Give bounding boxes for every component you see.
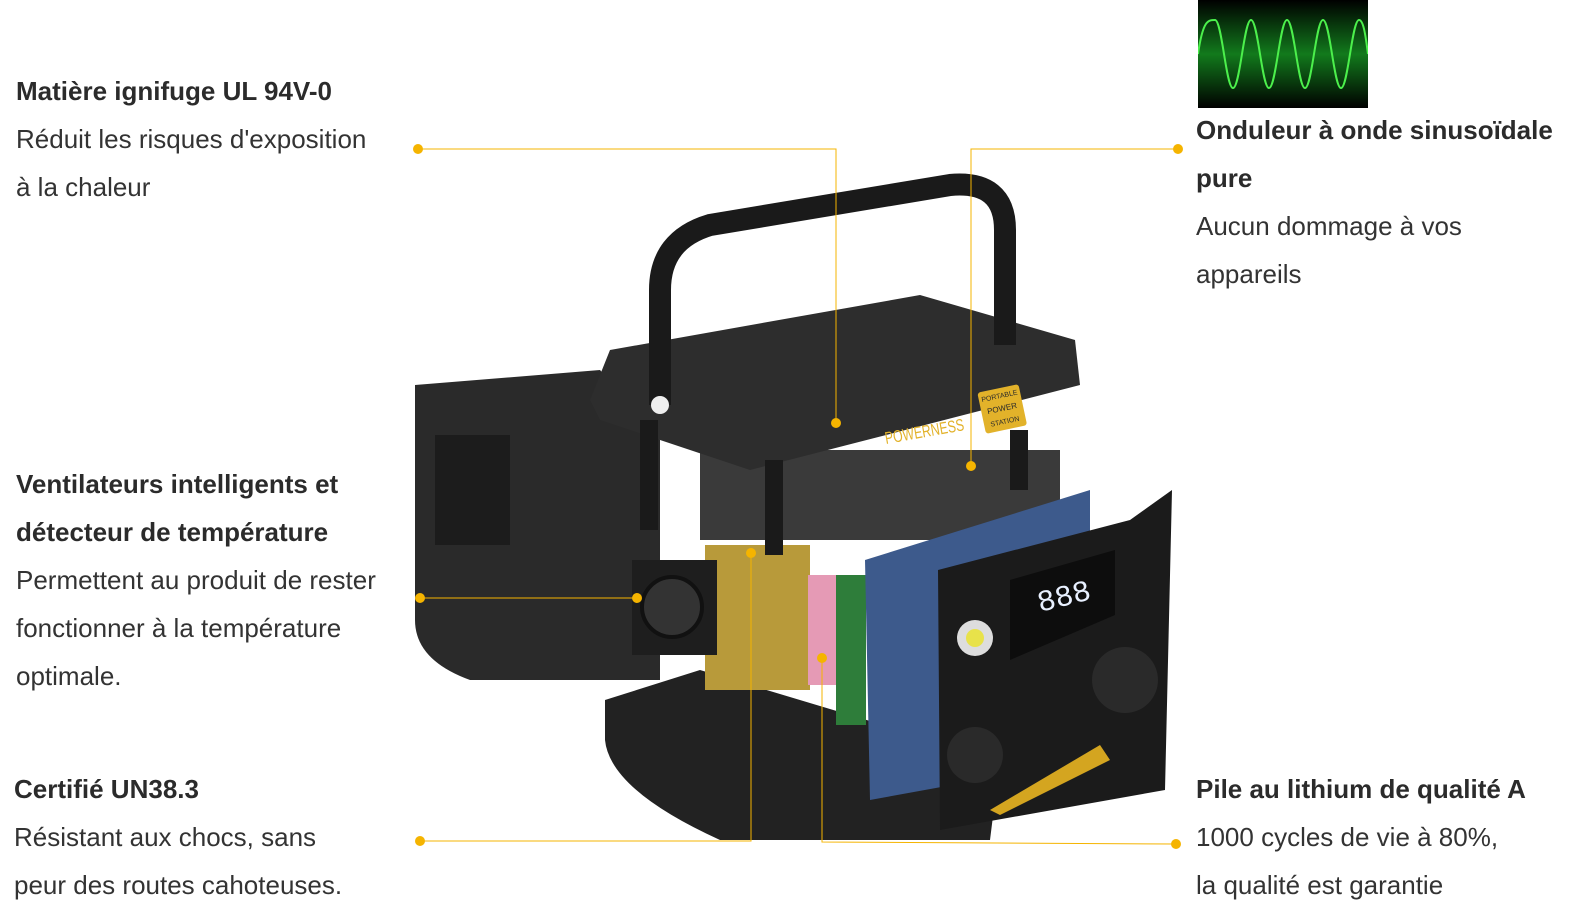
feature-text: à la chaleur xyxy=(16,172,151,202)
feature-inverter: Onduleur à onde sinusoïdale pure Aucun d… xyxy=(1196,106,1553,298)
feature-title: Matière ignifuge UL 94V-0 xyxy=(16,76,332,106)
feature-text: la qualité est garantie xyxy=(1196,870,1444,900)
portable-power-station-badge: PORTABLE POWER STATION xyxy=(977,384,1027,434)
feature-text: peur des routes cahoteuses. xyxy=(14,870,343,900)
display-digits: 888 xyxy=(1034,576,1095,622)
feature-title: Ventilateurs intelligents et xyxy=(16,469,339,499)
badge-line: PORTABLE xyxy=(981,389,1019,404)
lcd-display xyxy=(1010,550,1115,660)
feature-text: Résistant aux chocs, sans xyxy=(14,822,317,852)
feature-text: 1000 cycles de vie à 80%, xyxy=(1196,822,1499,852)
badge-line: POWER xyxy=(986,401,1018,416)
circuit-board xyxy=(865,490,1090,800)
feature-text: optimale. xyxy=(16,661,122,691)
carry-handle xyxy=(649,173,1016,405)
feature-title: Certifié UN38.3 xyxy=(14,774,199,804)
ac-outlet xyxy=(1092,647,1158,713)
badge-line: STATION xyxy=(990,416,1020,429)
battery-cell xyxy=(808,575,838,685)
sine-wave-image xyxy=(1198,0,1368,108)
feature-title: pure xyxy=(1196,163,1253,193)
feature-text: appareils xyxy=(1196,259,1302,289)
feature-certified: Certifié UN38.3 Résistant aux chocs, san… xyxy=(14,765,342,909)
feature-text: Réduit les risques d'exposition xyxy=(16,124,367,154)
feature-text: Aucun dommage à vos xyxy=(1196,211,1462,241)
feature-flame-retardant: Matière ignifuge UL 94V-0 Réduit les ris… xyxy=(16,67,366,211)
fan-icon xyxy=(632,560,717,655)
feature-text: Permettent au produit de rester xyxy=(16,565,376,595)
callout-dots xyxy=(413,144,1183,849)
heat-shield xyxy=(705,545,810,690)
feature-smart-fans: Ventilateurs intelligents et détecteur d… xyxy=(16,460,376,700)
feature-title: détecteur de température xyxy=(16,517,329,547)
feature-title: Onduleur à onde sinusoïdale xyxy=(1196,115,1553,145)
leader-lines xyxy=(418,148,1178,845)
front-panel xyxy=(938,490,1172,830)
feature-text: fonctionner à la température xyxy=(16,613,342,643)
vent-grille xyxy=(435,435,510,545)
feature-battery: Pile au lithium de qualité A 1000 cycles… xyxy=(1196,765,1526,909)
brand-logo: POWERNESS xyxy=(883,415,965,448)
feature-title: Pile au lithium de qualité A xyxy=(1196,774,1526,804)
